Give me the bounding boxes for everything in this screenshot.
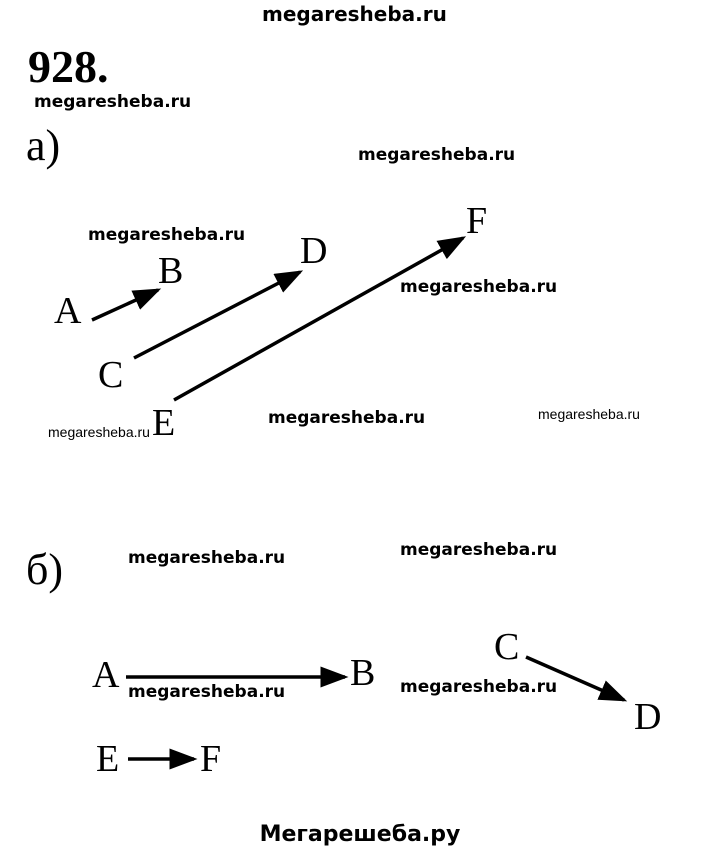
watermark: megaresheba.ru — [128, 548, 286, 568]
vector-a-cd — [133, 270, 304, 360]
point-b-label: B — [350, 652, 376, 694]
watermark: megaresheba.ru — [400, 277, 558, 297]
vector-a-ef — [173, 236, 467, 402]
point-b-label: B — [158, 250, 184, 292]
point-d-label: D — [634, 696, 662, 738]
point-f-label: F — [200, 738, 222, 780]
part-a-label: а) — [26, 121, 61, 170]
watermark: megaresheba.ru — [128, 682, 286, 702]
watermark: megaresheba.ru — [268, 408, 426, 428]
watermark: megaresheba.ru — [48, 424, 150, 440]
part-b-label: б) — [26, 545, 64, 594]
header-watermark: megaresheba.ru — [262, 2, 447, 26]
point-a-label: A — [92, 654, 120, 696]
watermark: megaresheba.ru — [538, 406, 640, 422]
vector-a-ab — [91, 288, 162, 322]
point-e-label: E — [96, 738, 120, 780]
watermark: megaresheba.ru — [34, 92, 192, 112]
point-e-label: E — [152, 402, 176, 444]
point-c-label: C — [98, 354, 124, 396]
problem-number: 928. — [28, 41, 109, 92]
watermark: megaresheba.ru — [400, 677, 558, 697]
point-a-label: A — [54, 290, 82, 332]
watermark: megaresheba.ru — [358, 145, 516, 165]
point-f-label: F — [466, 200, 488, 242]
watermark: megaresheba.ru — [400, 540, 558, 560]
watermark: megaresheba.ru — [88, 225, 246, 245]
footer-watermark: Мегарешеба.ру — [259, 822, 461, 847]
point-c-label: C — [494, 626, 520, 668]
point-d-label: D — [300, 230, 328, 272]
vector-b-cd — [525, 655, 628, 702]
